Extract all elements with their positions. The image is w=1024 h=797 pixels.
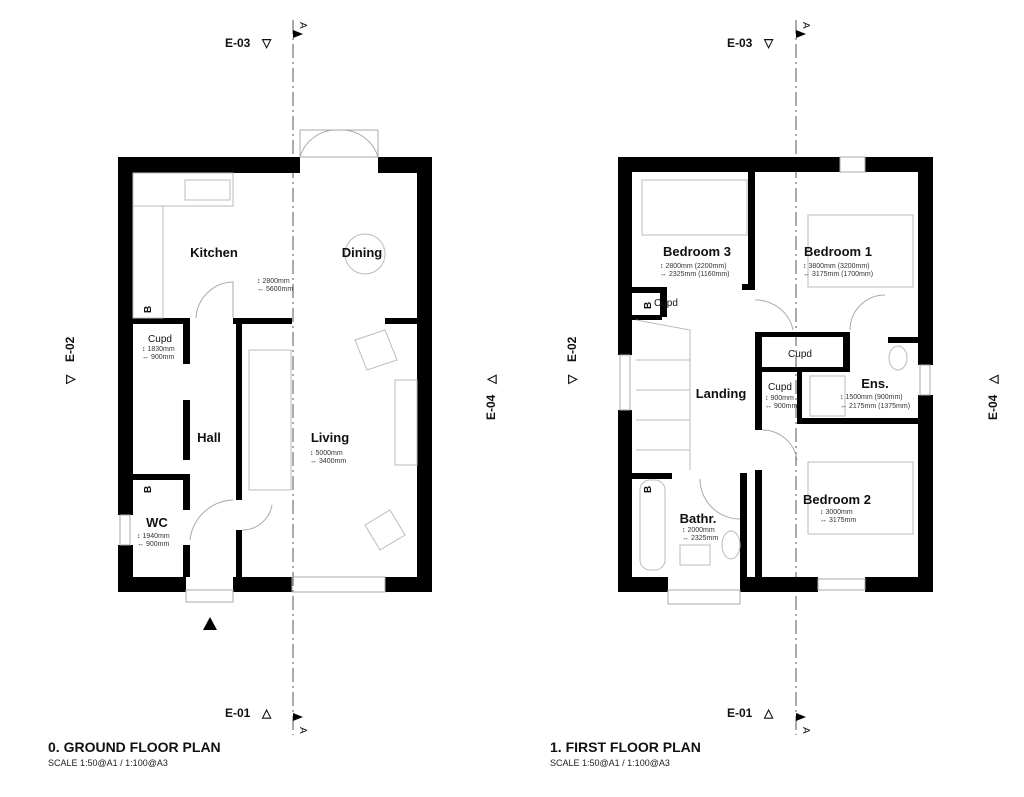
svg-text:Bedroom 2: Bedroom 2: [803, 492, 871, 507]
elevation-triangle-icon: ▽: [261, 36, 272, 50]
first-room-bedroom-3: Bedroom 3 ↕ 2800mm (2200mm) ↔ 2325mm (11…: [660, 244, 731, 278]
svg-text:↔ 3175mm (1700mm): ↔ 3175mm (1700mm): [803, 271, 873, 278]
section-flag-icon: A A A A: [293, 22, 811, 734]
elevation-triangle-icon: ▽: [763, 36, 774, 50]
elevation-label-w: E-02: [63, 336, 77, 362]
elevation-label-e: E-04: [986, 394, 1000, 420]
first-floor-fixtures: [619, 156, 931, 605]
first-room-landing: Landing: [696, 386, 747, 401]
elevation-triangle-icon: ▽: [565, 374, 579, 385]
svg-text:↔ 3400mm: ↔ 3400mm: [310, 458, 346, 465]
ground-room-living: Living ↕ 5000mm ↔ 3400mm: [310, 430, 349, 465]
svg-text:A: A: [297, 727, 308, 734]
svg-text:↔ 900mm: ↔ 900mm: [142, 354, 174, 361]
ground-room-kitchen: Kitchen ↕ 2800mm ↔ 5600mm: [190, 245, 293, 293]
ground-room-dining: Dining: [342, 245, 382, 260]
elevation-triangle-icon: △: [484, 374, 498, 385]
svg-text:WC: WC: [146, 515, 168, 530]
boiler-marker: B: [143, 306, 154, 313]
svg-text:Kitchen: Kitchen: [190, 245, 238, 260]
elevation-label-s: E-01: [225, 706, 251, 720]
svg-text:↔ 900mm: ↔ 900mm: [765, 403, 797, 410]
elevation-triangle-icon: △: [763, 706, 774, 720]
boiler-marker: B: [643, 486, 654, 493]
svg-text:↔ 5600mm: ↔ 5600mm: [257, 286, 293, 293]
first-floor-scale: SCALE 1:50@A1 / 1:100@A3: [550, 758, 670, 768]
ground-floor-fixtures: [119, 129, 418, 603]
first-room-cupd: Cupd: [788, 349, 812, 360]
svg-text:↔ 2325mm: ↔ 2325mm: [682, 535, 718, 542]
svg-text:A: A: [297, 22, 308, 29]
elevation-label-n: E-03: [727, 36, 753, 50]
ground-floor-title: 0. GROUND FLOOR PLAN: [48, 739, 221, 755]
svg-text:↔ 2175mm (1375mm): ↔ 2175mm (1375mm): [840, 403, 910, 410]
svg-text:↕ 1500mm (900mm): ↕ 1500mm (900mm): [840, 394, 903, 401]
svg-text:↔ 900mm: ↔ 900mm: [137, 541, 169, 548]
svg-text:Ens.: Ens.: [861, 376, 888, 391]
svg-text:↕ 900mm: ↕ 900mm: [765, 395, 794, 402]
svg-text:A: A: [800, 22, 811, 29]
boiler-marker: B: [643, 302, 654, 309]
ground-room-hall: Hall: [197, 430, 221, 445]
svg-text:Cupd: Cupd: [148, 334, 172, 345]
svg-text:↕ 2800mm: ↕ 2800mm: [257, 278, 290, 285]
entrance-arrow-icon: [203, 617, 217, 630]
elevation-triangle-icon: △: [986, 374, 1000, 385]
ground-room-wc: WC ↕ 1940mm ↔ 900mm: [137, 515, 170, 548]
svg-text:↕ 2000mm: ↕ 2000mm: [682, 527, 715, 534]
svg-text:Living: Living: [311, 430, 349, 445]
first-room-cupd-small: Cupd ↕ 900mm ↔ 900mm: [765, 382, 797, 410]
elevation-label-n: E-03: [225, 36, 251, 50]
ground-floor-scale: SCALE 1:50@A1 / 1:100@A3: [48, 758, 168, 768]
first-floor-walls: [618, 157, 933, 592]
first-floor-title: 1. FIRST FLOOR PLAN: [550, 739, 701, 755]
elevation-label-w: E-02: [565, 336, 579, 362]
svg-text:Cupd: Cupd: [768, 382, 792, 393]
first-room-ensuite: Ens. ↕ 1500mm (900mm) ↔ 2175mm (1375mm): [840, 376, 910, 410]
elevation-label-s: E-01: [727, 706, 753, 720]
svg-text:↔ 3175mm: ↔ 3175mm: [820, 517, 856, 524]
svg-text:↕ 5000mm: ↕ 5000mm: [310, 450, 343, 457]
elevation-label-e: E-04: [484, 394, 498, 420]
first-room-bedroom-1: Bedroom 1 ↕ 3800mm (3200mm) ↔ 3175mm (17…: [803, 244, 873, 278]
svg-text:Bathr.: Bathr.: [680, 511, 717, 526]
first-room-cupd: Cupd: [654, 298, 678, 309]
svg-text:↕ 3000mm: ↕ 3000mm: [820, 509, 853, 516]
svg-text:↔ 2325mm (1160mm): ↔ 2325mm (1160mm): [660, 271, 730, 278]
boiler-marker: B: [143, 486, 154, 493]
ground-room-cupd: Cupd ↕ 1830mm ↔ 900mm: [142, 334, 175, 361]
svg-text:Bedroom 3: Bedroom 3: [663, 244, 731, 259]
svg-text:A: A: [800, 727, 811, 734]
elevation-triangle-icon: ▽: [63, 374, 77, 385]
svg-text:↕ 1830mm: ↕ 1830mm: [142, 346, 175, 353]
ground-floor-walls: [118, 157, 432, 592]
svg-text:Bedroom 1: Bedroom 1: [804, 244, 872, 259]
svg-text:↕ 1940mm: ↕ 1940mm: [137, 533, 170, 540]
svg-text:↕ 3800mm (3200mm): ↕ 3800mm (3200mm): [803, 263, 870, 270]
first-room-bathroom: Bathr. ↕ 2000mm ↔ 2325mm: [680, 511, 719, 542]
svg-text:↕ 2800mm (2200mm): ↕ 2800mm (2200mm): [660, 263, 727, 270]
elevation-triangle-icon: △: [261, 706, 272, 720]
first-room-bedroom-2: Bedroom 2 ↕ 3000mm ↔ 3175mm: [803, 492, 871, 524]
